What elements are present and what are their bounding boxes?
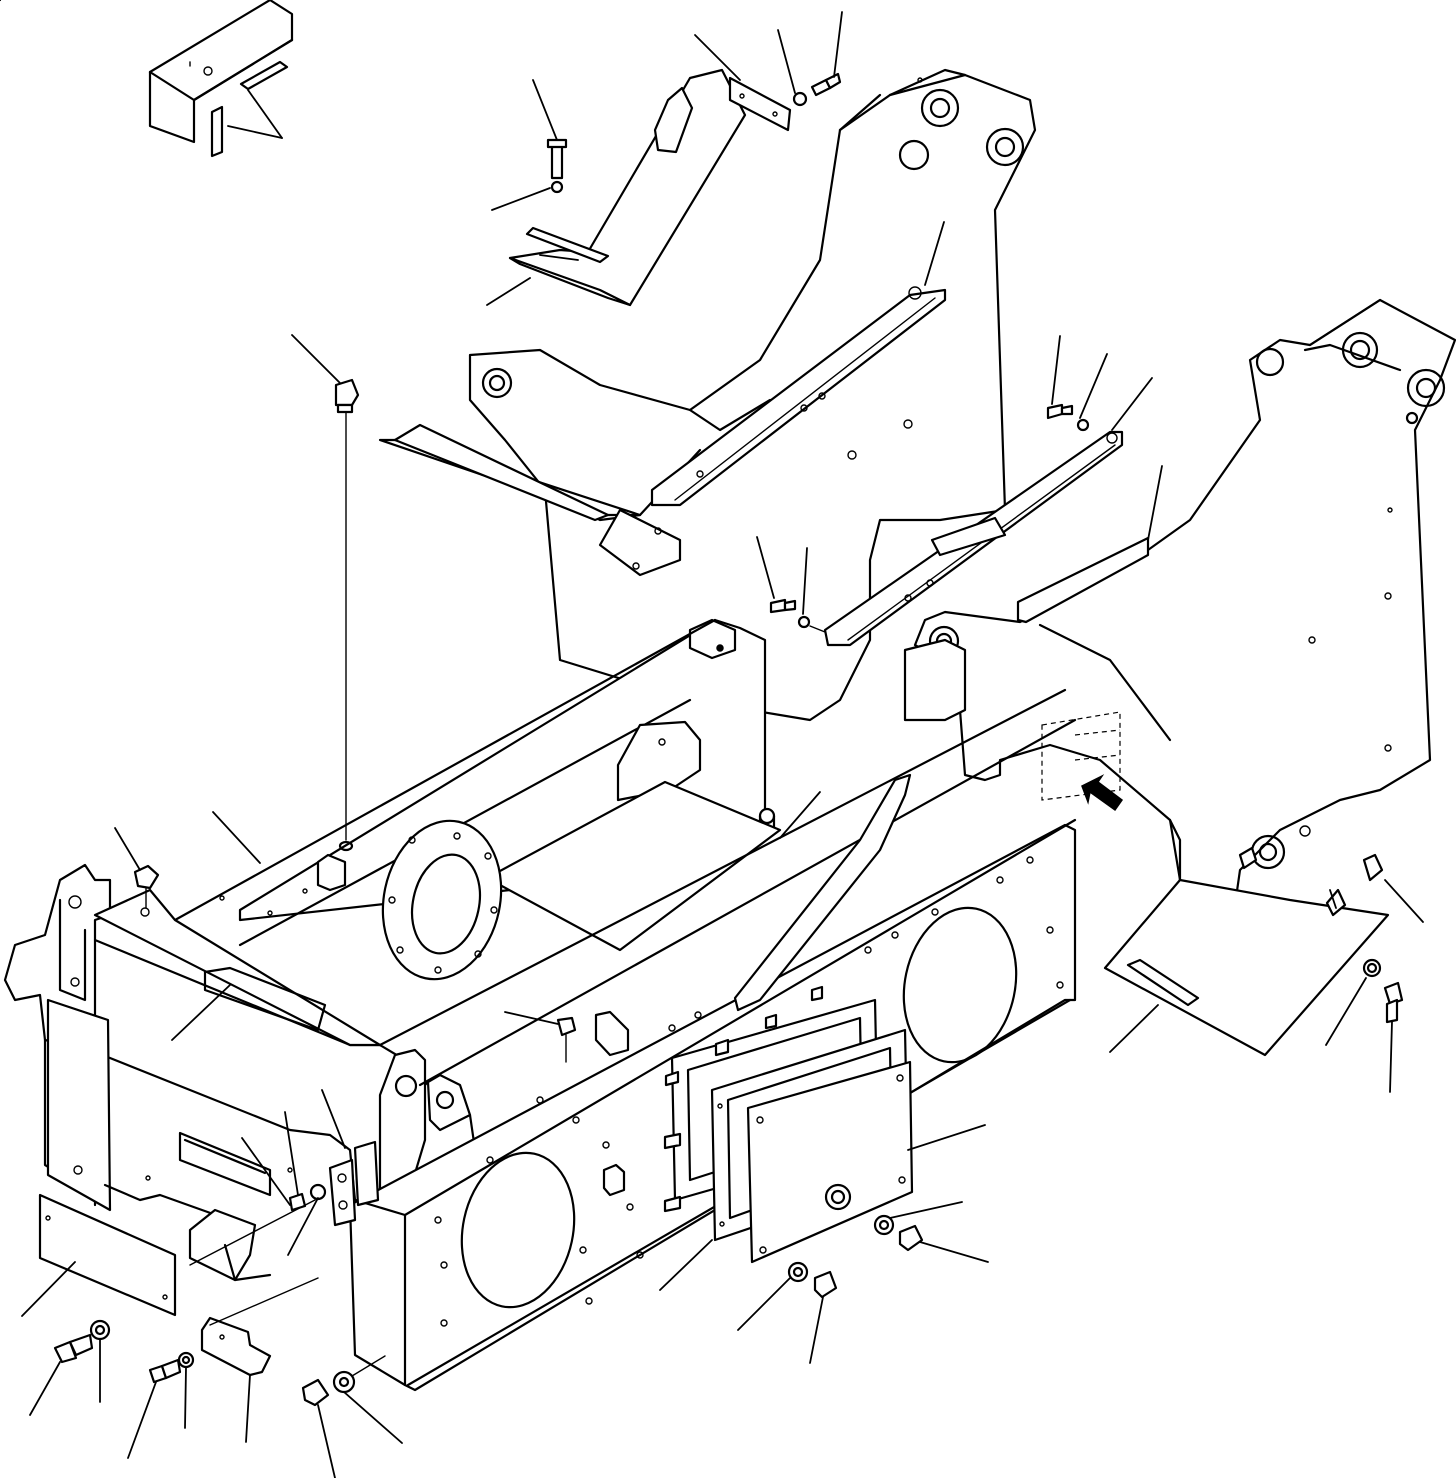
- arrow-icon: [1081, 774, 1124, 812]
- cover-bracket-right: [756, 335, 1163, 647]
- top-bracket-plate: [486, 11, 843, 307]
- center-cross-member: [0, 0, 821, 952]
- left-diagonal-strut: [378, 423, 682, 577]
- right-lift-arm-tower: [913, 298, 1456, 907]
- cover-bracket-left: [650, 221, 947, 507]
- fasteners: [29, 334, 1424, 1478]
- right-floor-plate: [1103, 878, 1390, 1057]
- side-cover-assembly: [659, 985, 989, 1364]
- inset-detail-key-pins: [148, 0, 294, 158]
